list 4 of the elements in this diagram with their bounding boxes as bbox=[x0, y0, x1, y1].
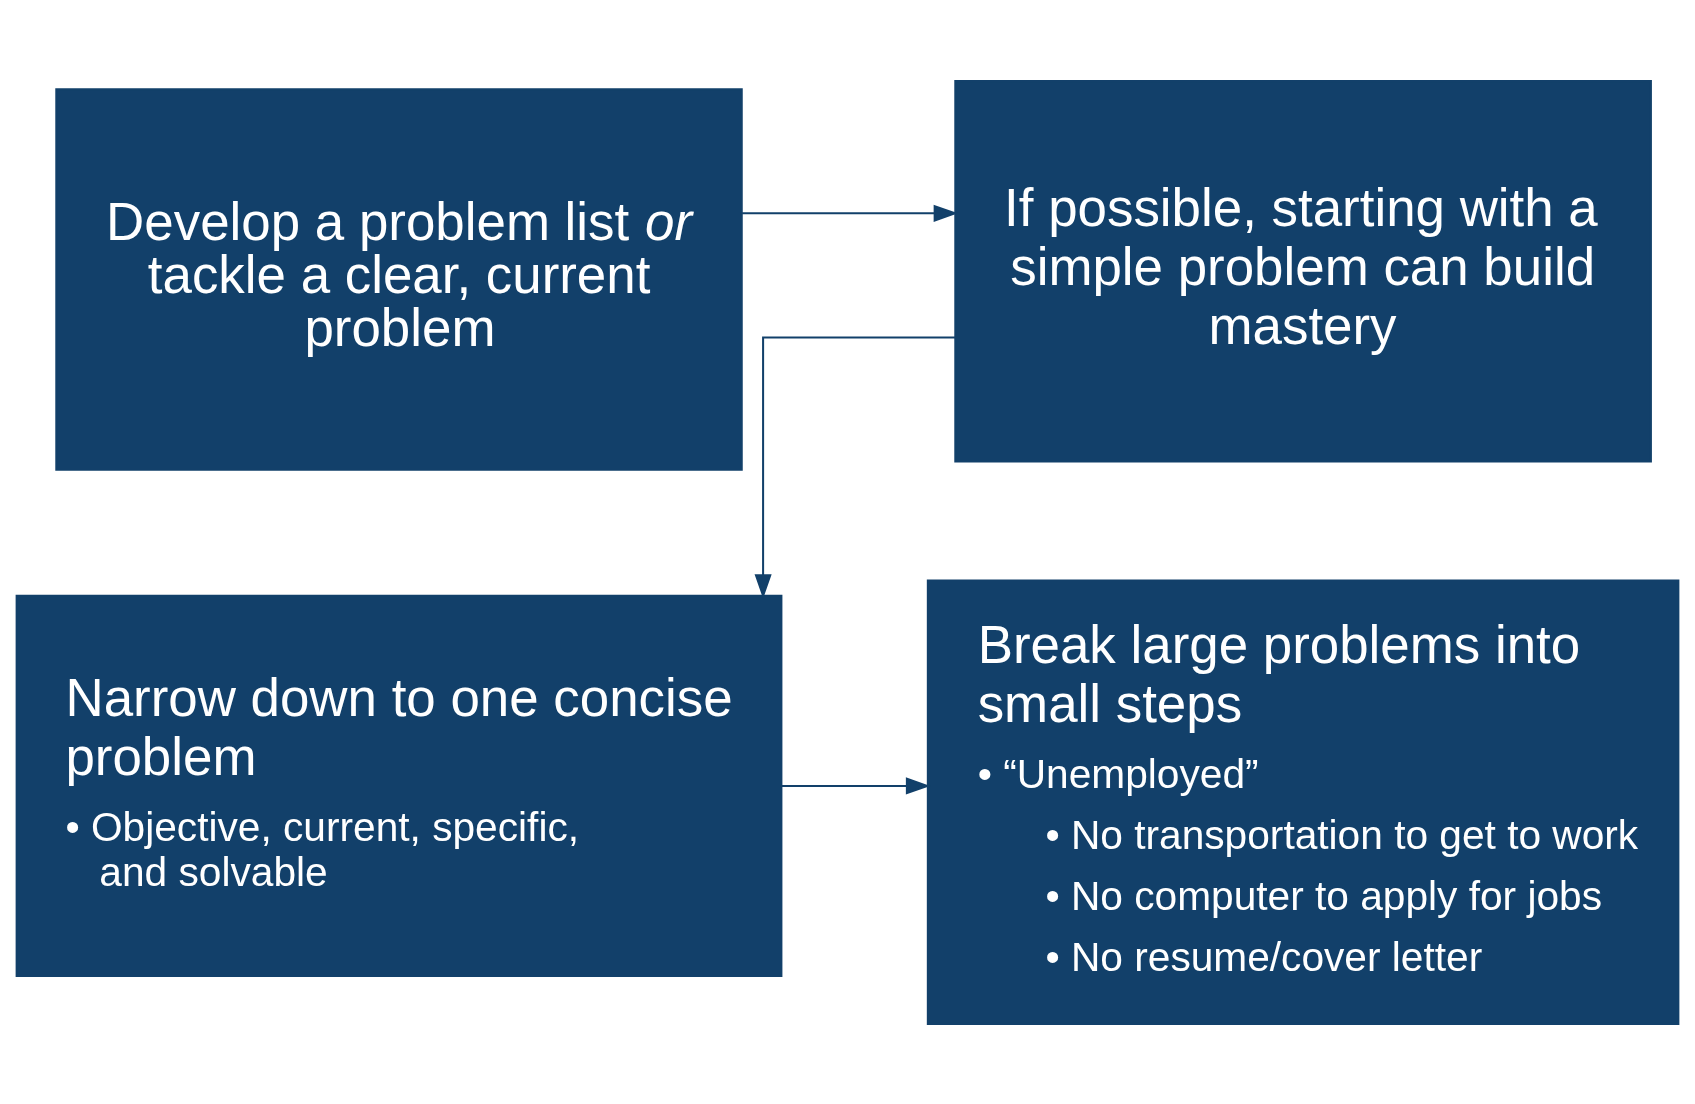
node-box: Narrow down to one concise problem • Objective, current, specific, and solvable bbox=[15, 594, 783, 977]
node-box: Break large problems into small steps • “Unemployed” • No transportation to get to work • No computer to apply for jobs • No resume/cover letter bbox=[926, 578, 1680, 1025]
node-box: Develop a problem list or tackle a clear, current problem bbox=[55, 87, 743, 471]
node-box: If possible, starting with a simple problem can build mastery bbox=[954, 79, 1652, 462]
